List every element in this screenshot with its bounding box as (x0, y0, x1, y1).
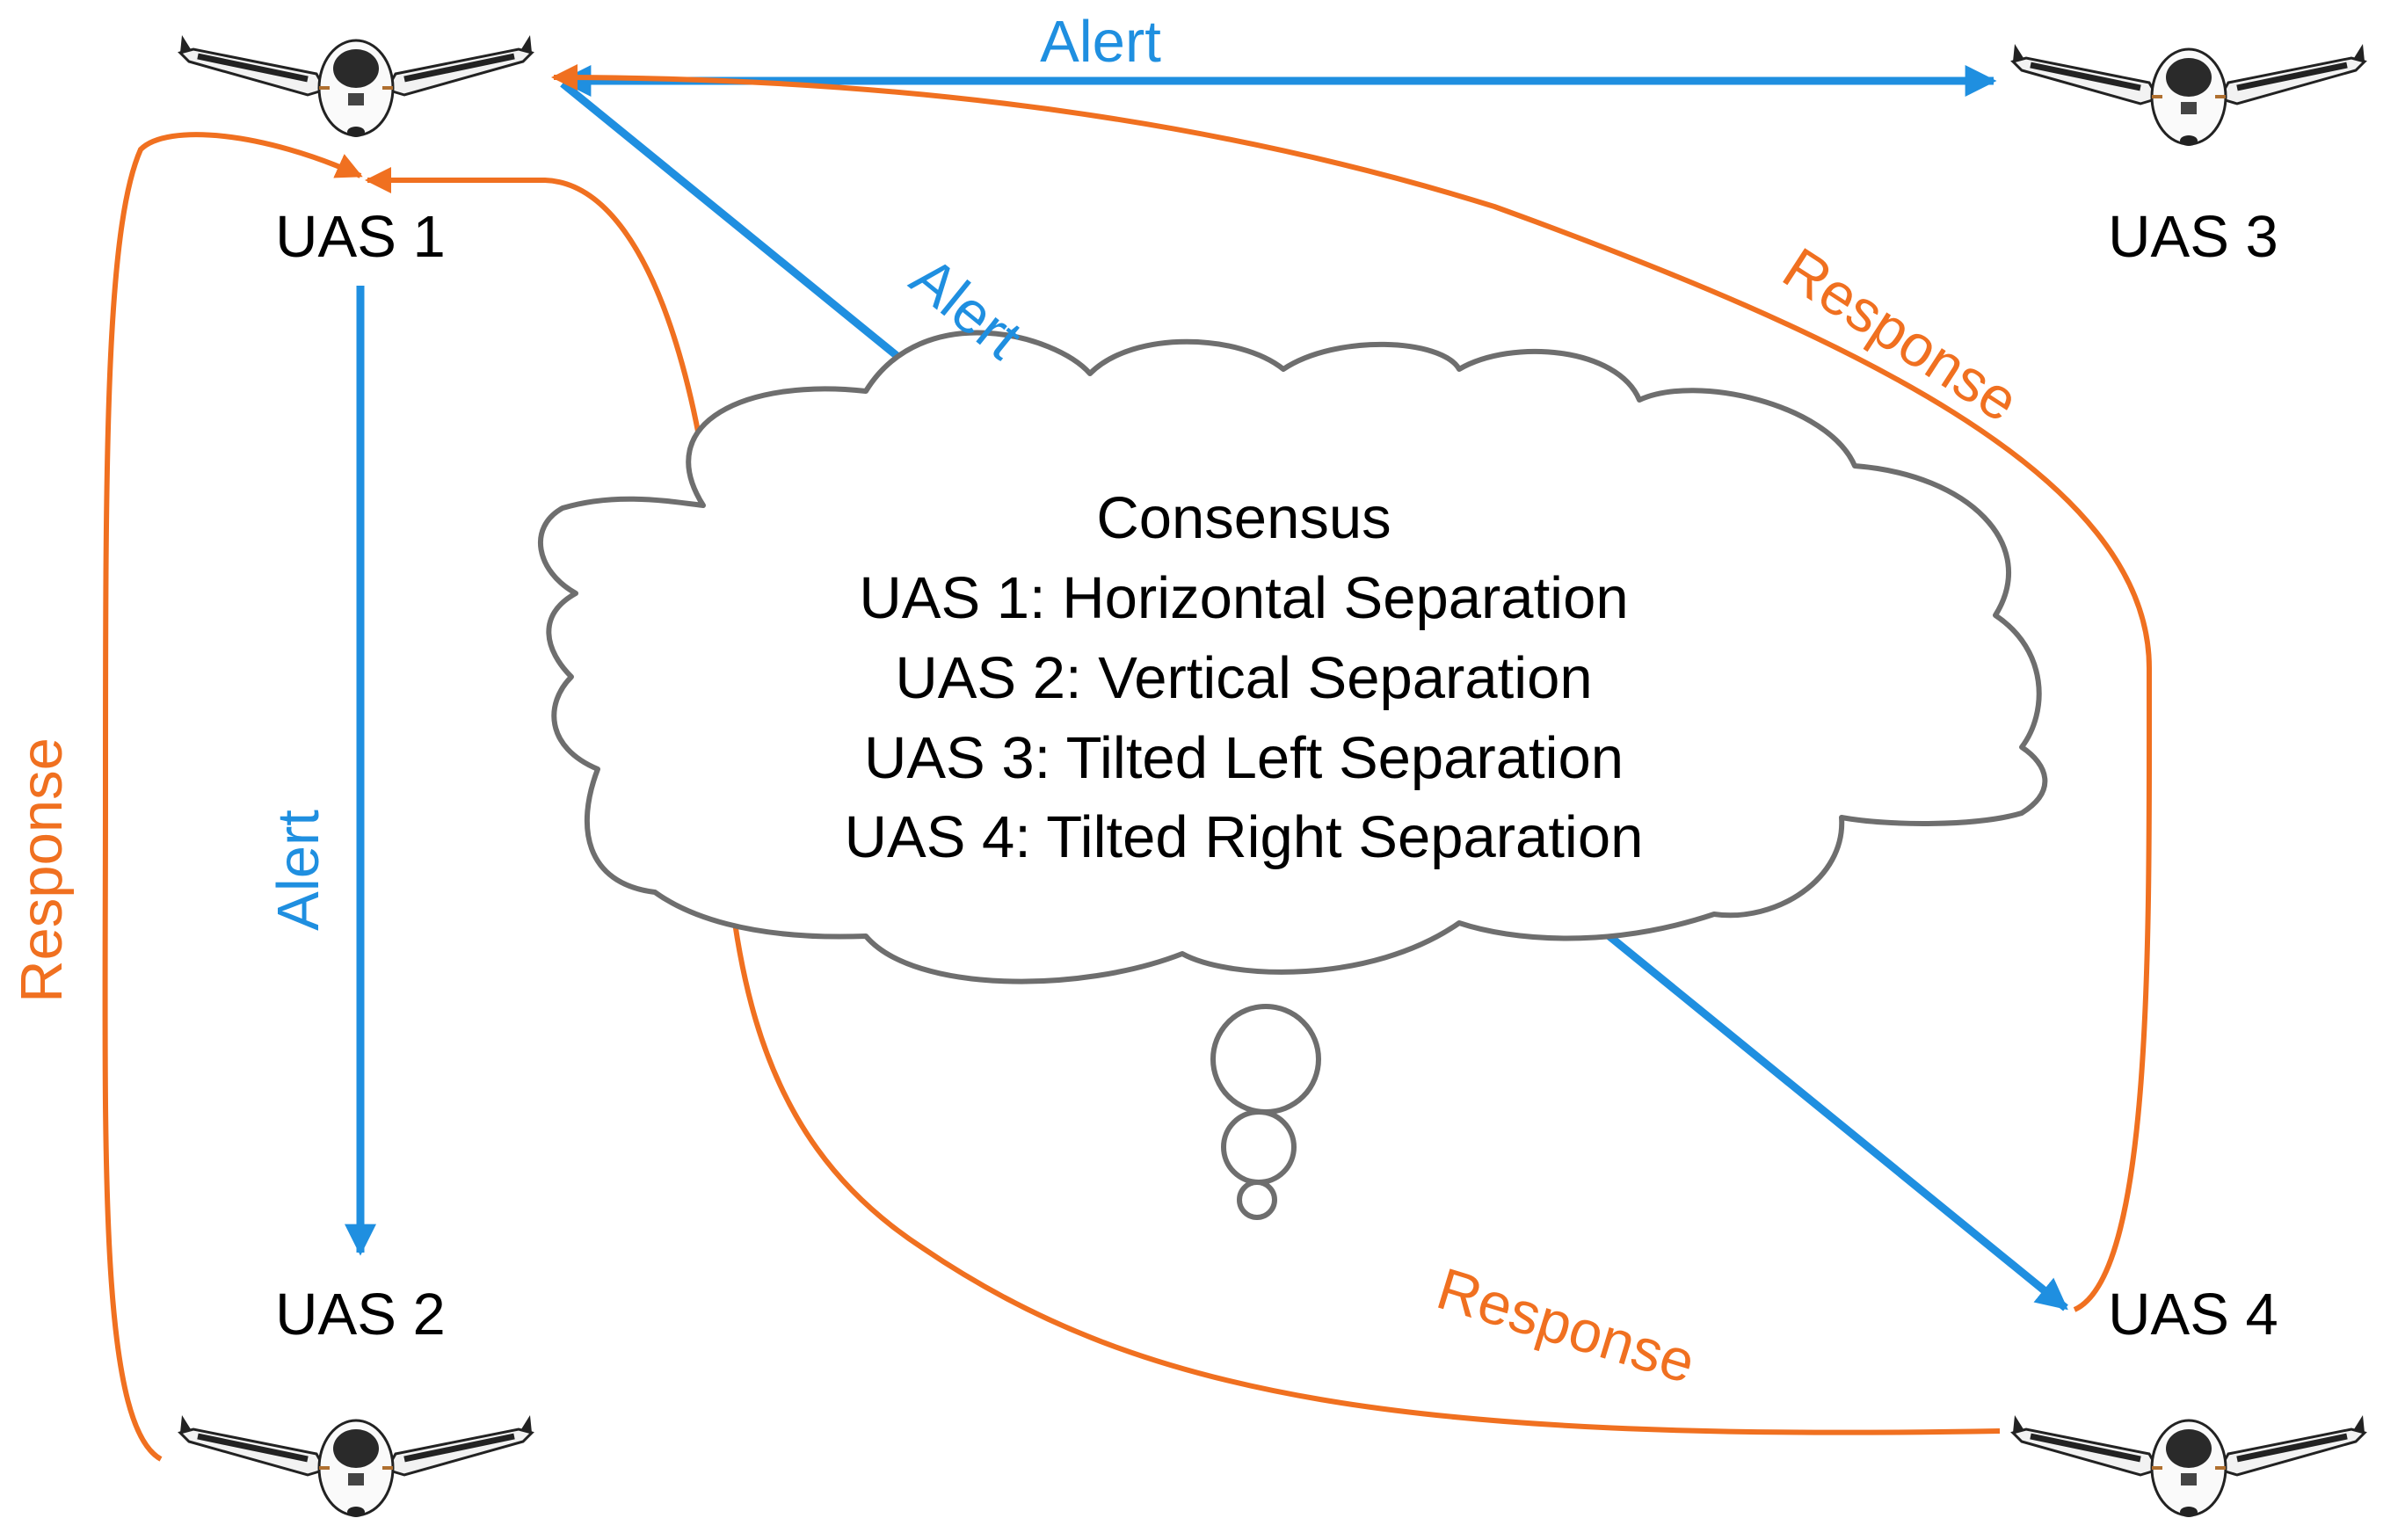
uas4-aircraft-icon (2013, 1415, 2365, 1517)
uas1-label: UAS 1 (275, 204, 446, 270)
uas2-label: UAS 2 (275, 1282, 446, 1348)
alert-label-top: Alert (1040, 9, 1161, 75)
uas2-aircraft-icon (180, 1415, 532, 1517)
consensus-line-uas1: UAS 1: Horizontal Separation (859, 565, 1628, 631)
cloud-outline (538, 330, 2048, 984)
uas3-aircraft-icon (2013, 44, 2365, 146)
alert-label-vertical: Alert (265, 810, 331, 931)
response-label-bottom: Response (1429, 1256, 1702, 1397)
response-curve-uas2-uas1 (102, 132, 363, 1462)
consensus-line-uas2: UAS 2: Vertical Separation (895, 645, 1592, 711)
response-label-left: Response (9, 737, 75, 1003)
response-curve-uas4-uas1 (365, 167, 2001, 1435)
consensus-line-uas3: UAS 3: Tilted Left Separation (864, 725, 1624, 791)
thought-bubble-medium (1221, 1109, 1297, 1185)
consensus-cloud: Consensus UAS 1: Horizontal Separation U… (538, 330, 2048, 1220)
thought-bubble-small (1237, 1180, 1277, 1220)
uas1-aircraft-icon (180, 35, 532, 137)
consensus-title: Consensus (1096, 485, 1391, 551)
response-curve-uas3-uas1 (551, 64, 2153, 1312)
consensus-line-uas4: UAS 4: Tilted Right Separation (845, 804, 1644, 870)
uas4-label: UAS 4 (2108, 1282, 2278, 1348)
thought-bubble-large (1210, 1004, 1321, 1115)
uas3-label: UAS 3 (2108, 204, 2278, 270)
